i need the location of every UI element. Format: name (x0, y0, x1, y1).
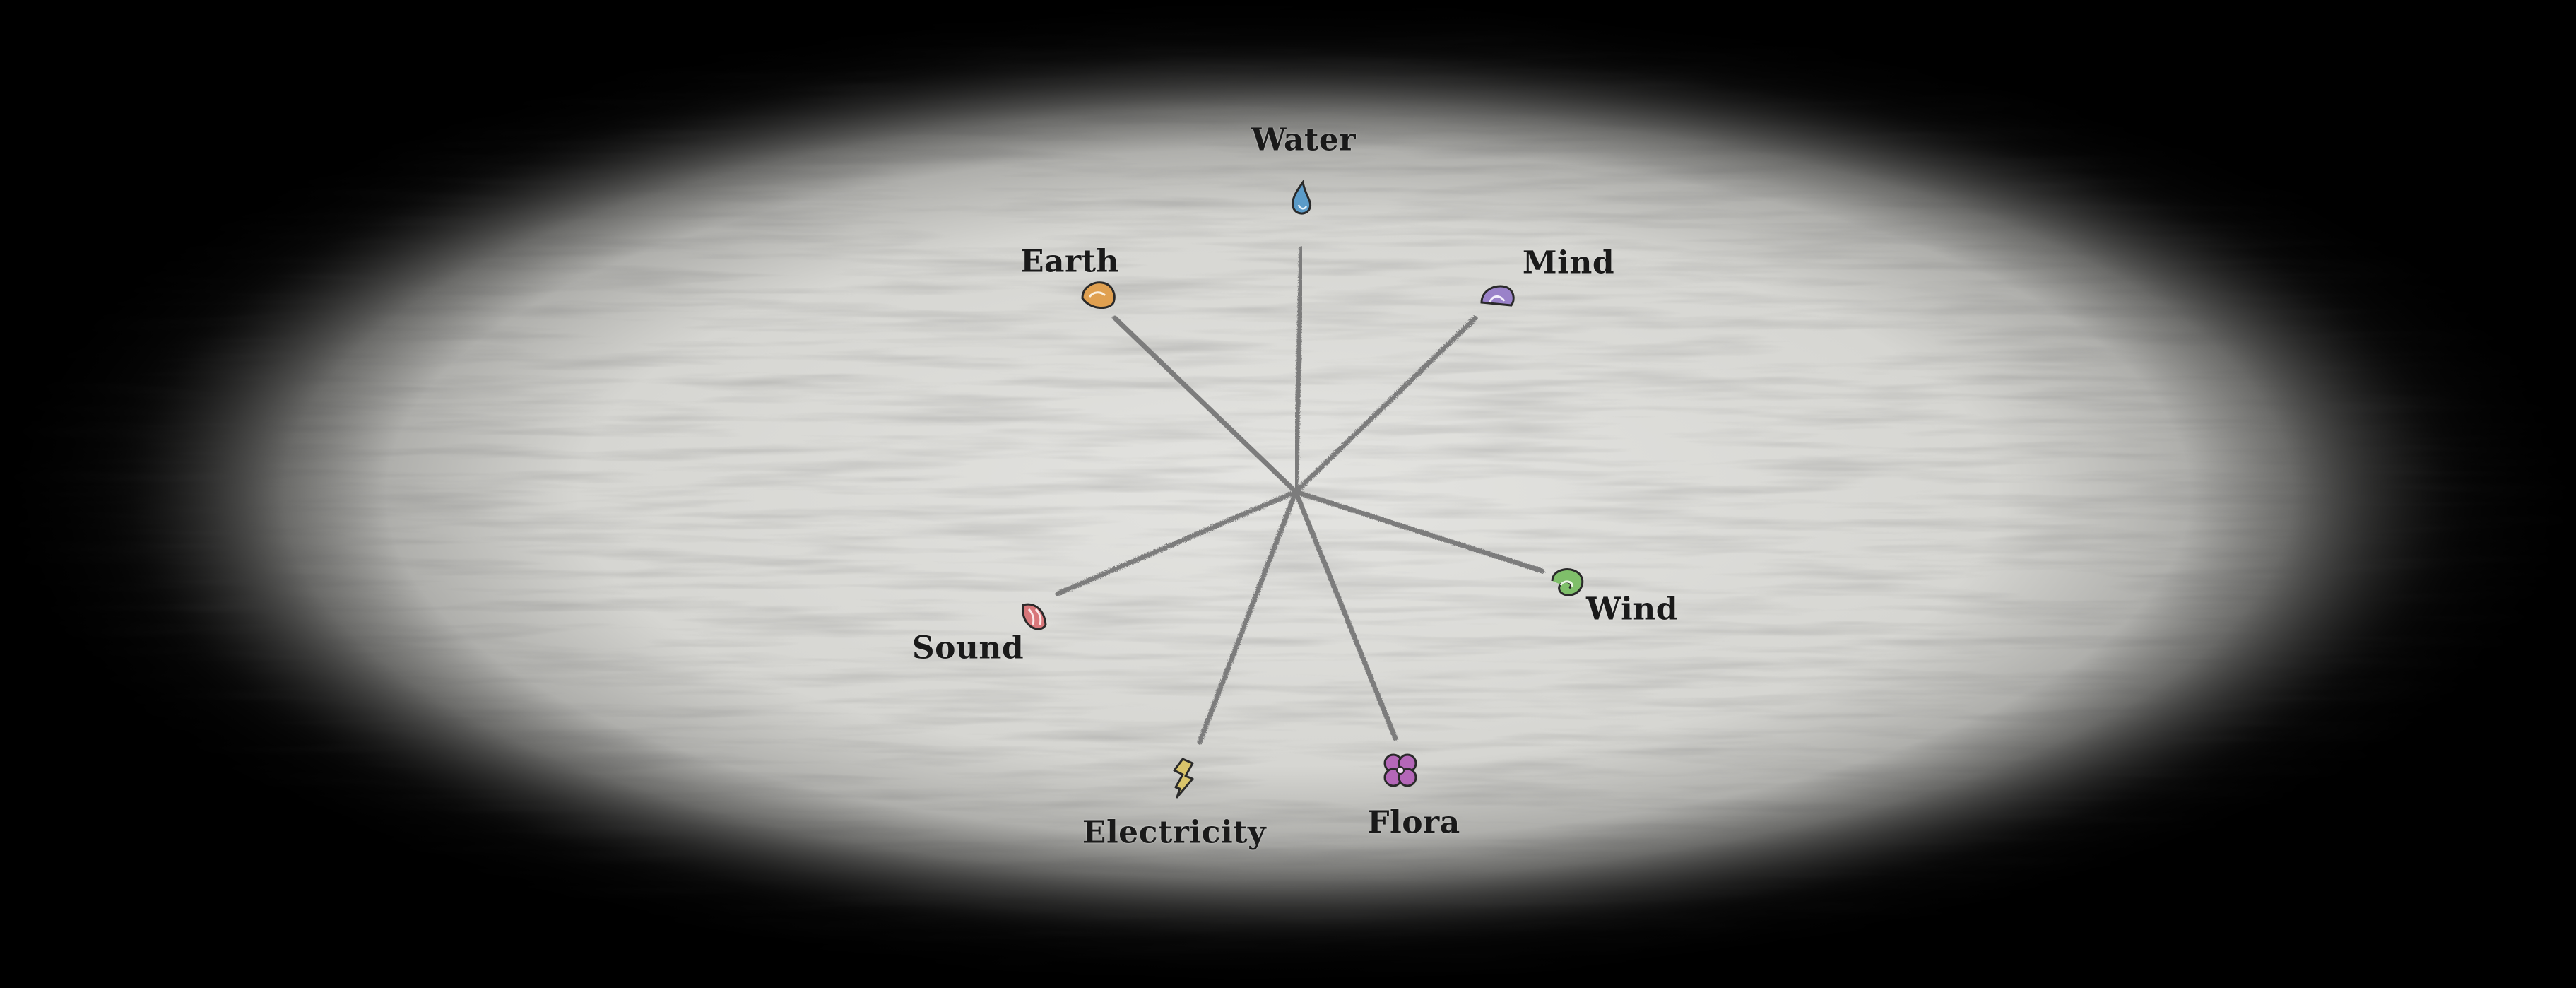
element-label-earth[interactable]: Earth (1020, 243, 1120, 280)
spoke-earth (1112, 315, 1299, 495)
mind-icon[interactable] (1476, 274, 1518, 317)
element-label-water[interactable]: Water (1251, 122, 1357, 158)
water-drop-icon[interactable] (1280, 178, 1323, 220)
lightning-icon[interactable] (1164, 756, 1207, 799)
earth-icon[interactable] (1077, 276, 1119, 318)
element-label-electricity[interactable]: Electricity (1082, 814, 1267, 851)
flower-icon[interactable] (1379, 749, 1422, 792)
spoke-sound (1055, 489, 1299, 596)
element-label-sound[interactable]: Sound (911, 630, 1024, 666)
spoke-electricity (1197, 489, 1299, 745)
element-label-wind[interactable]: Wind (1585, 591, 1679, 628)
spoke-mind (1293, 315, 1478, 495)
sound-icon[interactable] (1015, 594, 1057, 636)
element-label-flora[interactable]: Flora (1367, 804, 1460, 841)
element-label-mind[interactable]: Mind (1522, 245, 1615, 281)
wind-swirl-icon[interactable] (1545, 560, 1588, 602)
spoke-wind (1293, 489, 1545, 574)
spoke-flora (1293, 489, 1398, 741)
spoke-water (1293, 246, 1304, 495)
